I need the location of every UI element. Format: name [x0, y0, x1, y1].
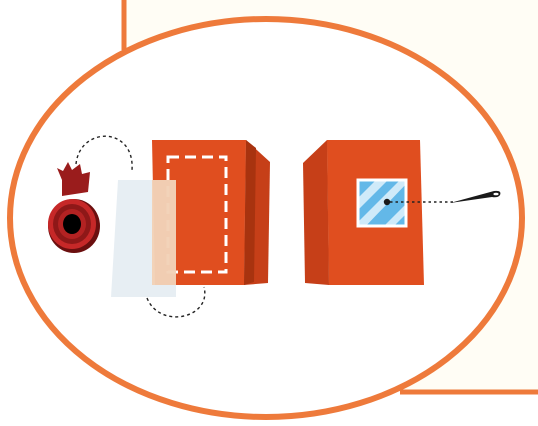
- stitch-dot: [384, 199, 390, 205]
- paper-bag-right-icon: [303, 140, 424, 285]
- window-patch-icon: [358, 180, 410, 230]
- transparent-film-icon: [111, 180, 176, 297]
